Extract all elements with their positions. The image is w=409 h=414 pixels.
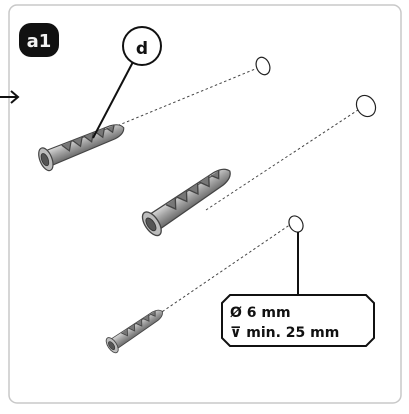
wall-anchor-icon [35,116,239,356]
hole-depth-label: ⊽ min. 25 mm [230,325,339,341]
arrow-right-icon [0,90,20,104]
step-badge: a1 [19,23,59,57]
hole-spec-callout: Ø 6 mm ⊽ min. 25 mm [221,232,375,347]
hole-diameter-label: Ø 6 mm [230,305,291,321]
diagram-frame [8,4,402,404]
drill-hole-icon [255,56,377,233]
callout-d: d [92,26,162,139]
step-label: a1 [27,31,52,52]
guide-lines [89,66,365,321]
callout-d-label: d [136,39,148,59]
